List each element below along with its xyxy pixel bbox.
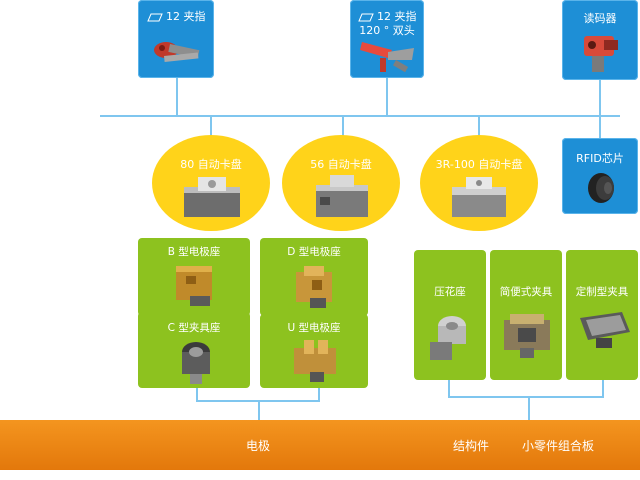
- embossing-label: 压花座: [434, 286, 466, 298]
- electrode-b-label: B 型电极座: [167, 246, 221, 258]
- connector-structure-1: [448, 380, 450, 396]
- bar-structure-label: 结构件: [453, 439, 490, 453]
- chuck-80-image: [180, 175, 244, 221]
- box-12-gripper: 12 夹指: [138, 0, 214, 78]
- double-gripper-image: [358, 38, 418, 76]
- electrode-u-image: [288, 336, 342, 384]
- clamp-c-image: [176, 338, 216, 386]
- simple-fixture-image: [500, 310, 554, 360]
- box3-label: 读码器: [583, 12, 617, 25]
- electrode-d-label: D 型电极座: [287, 246, 341, 258]
- connector-box2-down: [386, 78, 388, 115]
- connector-chuck3-up: [478, 115, 480, 145]
- rfid-chip-image: [580, 166, 622, 208]
- connector-chuck2-up: [342, 115, 344, 145]
- bar-electrode-label: 电极: [246, 439, 271, 453]
- connector-chuck1-up: [210, 115, 212, 145]
- box-code-reader: 读码器: [562, 0, 638, 80]
- box4-label: RFID芯片: [576, 152, 624, 165]
- simple-fixture: 简便式夹具: [490, 250, 562, 380]
- electrode-u-label: U 型电极座: [287, 322, 341, 334]
- chuck-80-label: 80 自动卡盘: [180, 158, 242, 171]
- simple-fixture-label: 简便式夹具: [499, 286, 553, 298]
- bottom-category-bar: [0, 420, 640, 470]
- box-12-gripper-120-double: 12 夹指 120 ° 双头: [350, 0, 424, 78]
- custom-fixture-label: 定制型夹具: [575, 286, 629, 298]
- embossing-image: [426, 312, 476, 366]
- embossing-holder: 压花座: [414, 250, 486, 380]
- electrode-b-image: [172, 262, 218, 310]
- clamp-c-label: C 型夹具座: [167, 322, 221, 334]
- connector-electrode-to-bar: [258, 400, 260, 420]
- gripper-image: [144, 28, 208, 74]
- connector-structure-to-bar: [528, 396, 530, 420]
- box2-sub: 120 ° 双头: [359, 24, 415, 37]
- parallelogram-icon: [357, 13, 374, 22]
- chuck-56-label: 56 自动卡盘: [310, 158, 372, 171]
- connector-electrode-bottom-2: [318, 388, 320, 400]
- electrode-u-holder: U 型电极座: [260, 314, 368, 388]
- box2-tag: 12 夹指: [377, 10, 417, 23]
- electrode-b-holder: B 型电极座: [138, 238, 250, 316]
- code-reader-image: [578, 28, 624, 76]
- chuck-3r-100: 3R-100 自动卡盘: [420, 135, 538, 231]
- connector-electrode-bottom: [196, 388, 198, 400]
- box-rfid-chip: RFID芯片: [562, 138, 638, 214]
- electrode-d-holder: D 型电极座: [260, 238, 368, 316]
- custom-fixture: 定制型夹具: [566, 250, 638, 380]
- chuck-80: 80 自动卡盘: [152, 135, 270, 231]
- chuck-56-image: [310, 175, 374, 221]
- electrode-d-image: [292, 262, 338, 310]
- custom-fixture-image: [576, 308, 632, 352]
- chuck-3r-100-image: [446, 175, 512, 221]
- chuck-56: 56 自动卡盘: [282, 135, 400, 231]
- connector-structure-h: [448, 396, 604, 398]
- connector-box1-down: [176, 78, 178, 115]
- connector-reader-rfid: [599, 80, 601, 138]
- connector-main-horizontal: [100, 115, 620, 117]
- bar-small-parts-label: 小零件组合板: [522, 439, 595, 453]
- chuck-3r-100-label: 3R-100 自动卡盘: [435, 158, 523, 171]
- box1-tag: 12 夹指: [166, 10, 206, 23]
- parallelogram-icon: [146, 13, 163, 22]
- clamp-c-holder: C 型夹具座: [138, 312, 250, 388]
- connector-structure-3: [602, 380, 604, 396]
